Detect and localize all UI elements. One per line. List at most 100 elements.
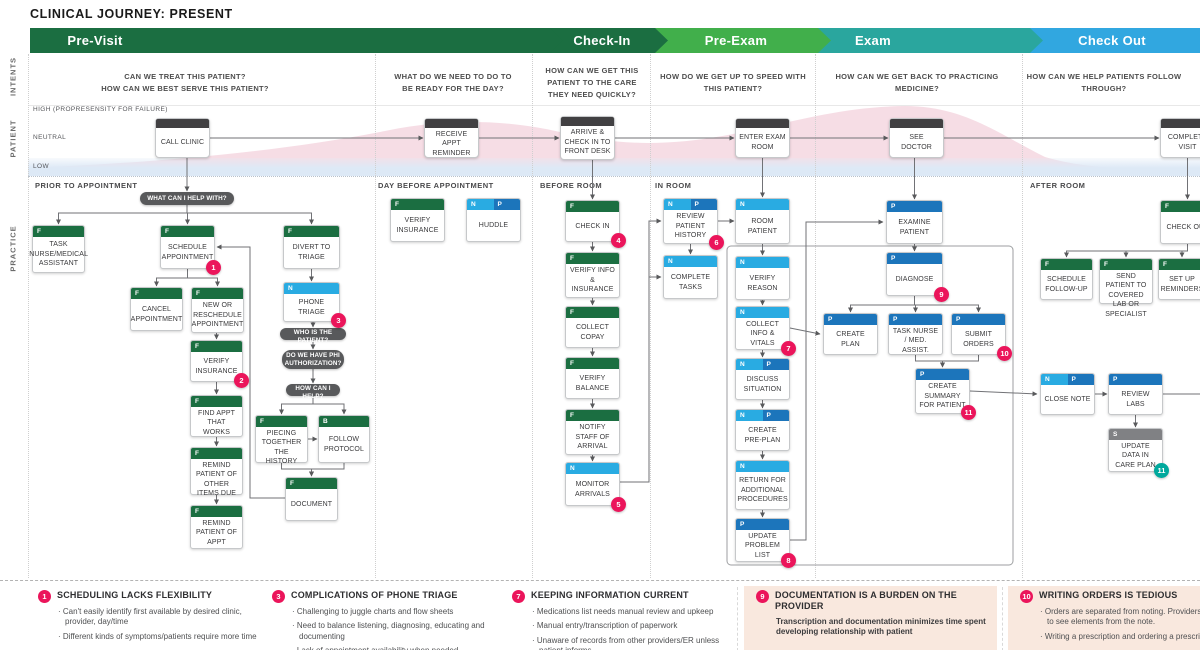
pain-point-badge-3: 3: [331, 313, 346, 328]
node-header: F: [1159, 259, 1200, 270]
node-label: CHECK IN: [575, 222, 610, 230]
node-header: P: [889, 314, 942, 325]
node-header: N: [664, 256, 717, 267]
axis-high-label: HIGH (PROPRESENSITY FOR FAILURE): [33, 106, 168, 113]
node-label: HUDDLE: [478, 221, 509, 229]
node-label: COMPLETE TASKS: [670, 274, 711, 291]
node-label: VERIFY INSURANCE: [396, 217, 439, 234]
role-letter-F: F: [191, 396, 242, 407]
column-separator: [815, 54, 816, 578]
pain-point-bullet: · Writing a prescription and ordering a …: [1040, 631, 1200, 641]
pain-point-title: COMPLICATIONS OF PHONE TRIAGE: [291, 590, 458, 600]
node-header: N: [566, 463, 619, 474]
node-label: SCHEDULE FOLLOW-UP: [1045, 276, 1088, 293]
pain-point-bullet: · Unaware of records from other provider…: [532, 635, 720, 650]
node-header: F: [191, 396, 242, 407]
node-header: F: [191, 341, 242, 352]
node-call-clinic: CALL CLINIC: [155, 118, 210, 158]
flow-connector: [1123, 244, 1188, 258]
pain-point-bullet: · Can't easily identify first available …: [58, 607, 242, 627]
flow-connector: [940, 355, 979, 368]
node-header: [890, 119, 943, 128]
phase-segment-exam: [818, 28, 1043, 53]
node-header: F: [286, 478, 337, 489]
node-label: MONITOR ARRIVALS: [575, 481, 610, 498]
node-header: F: [33, 226, 84, 237]
role-letter-F: F: [566, 358, 619, 369]
phase-segment-pre-exam: [655, 28, 831, 53]
column-separator: [532, 54, 533, 578]
role-letter-F: F: [1161, 201, 1200, 212]
flow-connector: [185, 205, 190, 225]
role-letter-P: P: [952, 314, 1005, 325]
column-separator: [1022, 54, 1023, 578]
flow-connector: [913, 296, 918, 313]
node-header: P: [824, 314, 877, 325]
node-label: NEW OR RESCHEDULE APPOINTMENT: [191, 302, 244, 329]
node-label: DIVERT TO TRIAGE: [292, 244, 331, 261]
pain-point-number: 1: [38, 590, 51, 603]
role-letter-F: F: [566, 253, 619, 264]
node-label: RECEIVE APPT REMINDER: [432, 131, 471, 157]
pain-point-badge-4: 4: [611, 233, 626, 248]
phase-segment-check-in: [550, 28, 668, 53]
role-letter-P: P: [690, 199, 717, 210]
node-header: S: [1109, 429, 1162, 440]
node-label: VERIFY BALANCE: [575, 375, 610, 392]
node-label: EXAMINE PATIENT: [898, 219, 931, 236]
flow-connector: [56, 205, 188, 225]
node-label: WHAT CAN I HELP WITH?: [147, 194, 227, 202]
role-letter-F: F: [566, 307, 619, 318]
node-header: [156, 119, 209, 128]
role-letter-N: N: [566, 463, 619, 474]
node-label: ARRIVE & CHECK IN TO FRONT DESK: [564, 129, 611, 156]
pain-point-bullet: · Challenging to juggle charts and flow …: [292, 607, 454, 616]
node-label: SEND PATIENT TO COVERED LAB OR SPECIALIS…: [1105, 273, 1147, 318]
role-letter-F: F: [566, 410, 619, 421]
node-label: COMPLETE VISIT: [1167, 134, 1200, 151]
pain-point-title: WRITING ORDERS IS TEDIOUS: [1039, 590, 1178, 600]
role-letter-N: N: [467, 199, 494, 210]
node-label: HOW CAN I HELP?: [295, 385, 331, 400]
node-notify-staff: F NOTIFY STAFF OF ARRIVAL: [565, 409, 620, 455]
axis-neutral-label: NEUTRAL: [33, 134, 67, 141]
node-pill-how: HOW CAN I HELP?: [286, 384, 340, 400]
pain-point-bullet: · Manual entry/transcription of paperwor…: [532, 621, 678, 631]
role-letter-P: P: [1067, 374, 1094, 385]
pain-point-bullet: · Different kinds of symptoms/patients r…: [58, 631, 257, 641]
node-label: PIECING TOGETHER THE HISTORY: [261, 430, 302, 466]
node-label: REMIND PATIENT OF APPT: [195, 520, 238, 546]
pain-point-bullet: · Need to balance listening, diagnosing,…: [292, 621, 485, 641]
node-label: NOTIFY STAFF OF ARRIVAL: [575, 424, 610, 451]
role-letter-P: P: [887, 253, 942, 264]
node-header: P: [952, 314, 1005, 325]
role-letter-N: N: [736, 257, 789, 268]
node-header: F: [1100, 259, 1152, 270]
role-letter-F: F: [1100, 259, 1152, 270]
role-letter-P: P: [824, 314, 877, 325]
role-letter-S: S: [1109, 429, 1162, 440]
node-header: P: [916, 369, 969, 380]
role-letter-P: P: [887, 201, 942, 212]
node-header: F: [191, 448, 242, 459]
